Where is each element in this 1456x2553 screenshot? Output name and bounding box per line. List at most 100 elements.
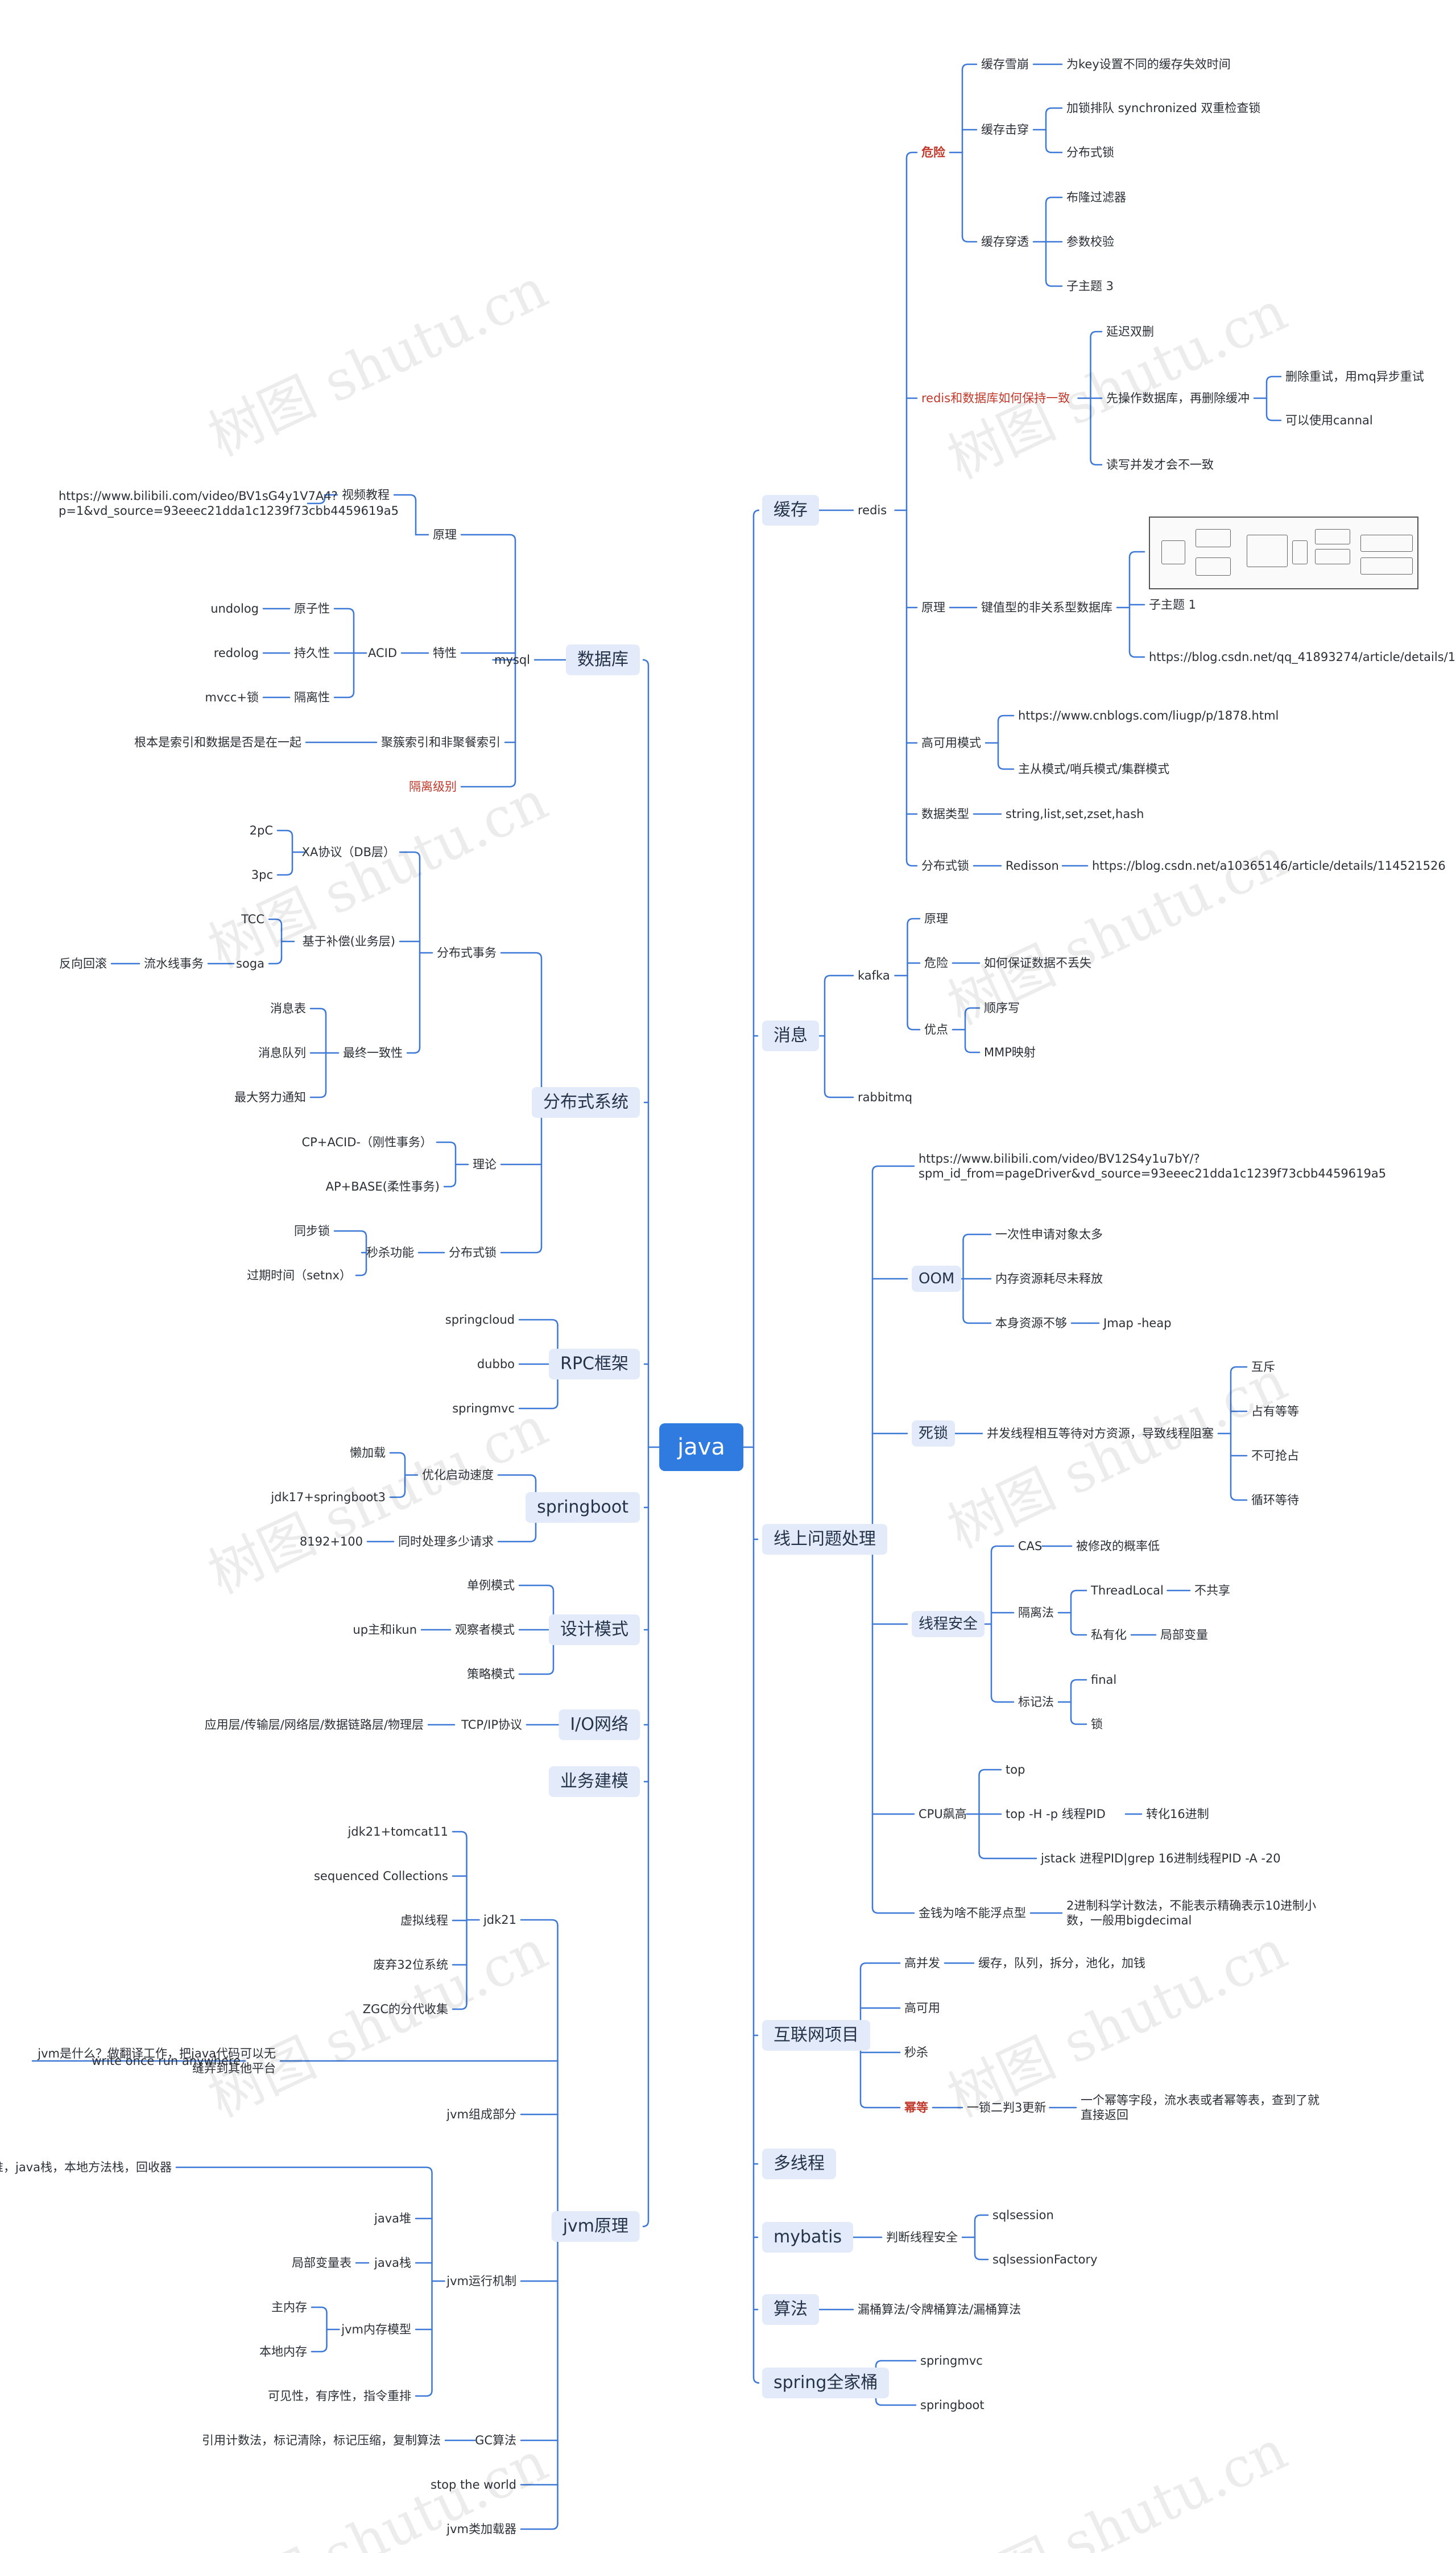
node-redis[interactable]: redis bbox=[858, 503, 887, 517]
node-oomlink[interactable]: https://www.bilibili.com/video/BV12S4y1u… bbox=[919, 1152, 1387, 1180]
node-localm[interactable]: 本地内存 bbox=[259, 2345, 307, 2358]
node-cp[interactable]: CP+ACID-（刚性事务） bbox=[301, 1135, 432, 1149]
node-opt[interactable]: 优化启动速度 bbox=[422, 1468, 494, 1482]
node-dl1b[interactable]: 占有等等 bbox=[1251, 1404, 1299, 1418]
node-idem[interactable]: 幂等 bbox=[904, 2101, 928, 2114]
node-mvcc[interactable]: mvcc+锁 bbox=[205, 691, 259, 704]
node-mark[interactable]: 标记法 bbox=[1018, 1695, 1054, 1709]
node-seck[interactable]: 秒杀功能 bbox=[366, 1246, 414, 1259]
branch-jvm[interactable]: jvm原理 bbox=[551, 2211, 640, 2242]
node-soga[interactable]: soga bbox=[236, 957, 264, 970]
node-rpc2[interactable]: dubbo bbox=[477, 1357, 515, 1371]
node-priv[interactable]: 私有化 bbox=[1091, 1628, 1127, 1642]
node-pn1[interactable]: 布隆过滤器 bbox=[1066, 191, 1126, 204]
node-stw[interactable]: stop the world bbox=[431, 2478, 516, 2492]
node-cload[interactable]: jvm类加载器 bbox=[446, 2522, 516, 2536]
node-ev1[interactable]: 消息表 bbox=[270, 1002, 306, 1015]
node-ka1[interactable]: 顺序写 bbox=[984, 1001, 1020, 1015]
node-principle[interactable]: 原理 bbox=[921, 601, 945, 614]
node-seckill[interactable]: 秒杀 bbox=[904, 2046, 928, 2059]
node-rpc3[interactable]: springmvc bbox=[452, 1402, 515, 1415]
node-jmm[interactable]: jvm内存模型 bbox=[341, 2323, 411, 2336]
node-vidtut[interactable]: 视频教程 bbox=[342, 488, 390, 502]
node-gc1[interactable]: 引用计数法，标记清除，标记压缩，复制算法 bbox=[202, 2434, 441, 2447]
node-tcp[interactable]: TCP/IP协议 bbox=[461, 1718, 522, 1732]
node-tcp1[interactable]: 应用层/传输层/网络层/数据链路层/物理层 bbox=[204, 1718, 424, 1732]
node-oom3a[interactable]: Jmap -heap bbox=[1103, 1316, 1172, 1330]
node-jcomp[interactable]: jvm组成部分 bbox=[446, 2108, 516, 2121]
node-ka2[interactable]: MMP映射 bbox=[984, 1046, 1036, 1059]
node-j3[interactable]: 虚拟线程 bbox=[400, 1914, 448, 1927]
node-obs[interactable]: 观察者模式 bbox=[455, 1623, 515, 1637]
node-cas1[interactable]: 被修改的概率低 bbox=[1076, 1539, 1160, 1553]
node-cs2a[interactable]: 删除重试，用mq异步重试 bbox=[1285, 370, 1424, 383]
node-acid[interactable]: ACID bbox=[367, 646, 397, 660]
node-comp[interactable]: 基于补偿(业务层) bbox=[302, 935, 395, 948]
node-ap[interactable]: AP+BASE(柔性事务) bbox=[325, 1180, 440, 1193]
node-sync[interactable]: 同步锁 bbox=[294, 1224, 330, 1238]
branch-online[interactable]: 线上问题处理 bbox=[762, 1524, 887, 1555]
node-dl1a[interactable]: 互斥 bbox=[1251, 1360, 1275, 1374]
node-danger[interactable]: 危险 bbox=[921, 146, 945, 159]
node-redo[interactable]: redolog bbox=[213, 646, 259, 660]
branch-algo[interactable]: 算法 bbox=[762, 2294, 819, 2325]
node-mk1[interactable]: final bbox=[1091, 1673, 1117, 1687]
node-rabbit[interactable]: rabbitmq bbox=[858, 1090, 913, 1104]
node-breakdown[interactable]: 缓存击穿 bbox=[981, 123, 1029, 137]
node-j1[interactable]: jdk21+tomcat11 bbox=[348, 1825, 448, 1839]
branch-internet[interactable]: 互联网项目 bbox=[762, 2020, 870, 2051]
node-obs1[interactable]: up主和ikun bbox=[353, 1623, 417, 1637]
node-cas[interactable]: CAS bbox=[1018, 1539, 1043, 1553]
node-cpu2[interactable]: top -H -p 线程PID bbox=[1006, 1807, 1106, 1821]
node-jdk21[interactable]: jdk21 bbox=[483, 1913, 516, 1927]
node-sp1[interactable]: springmvc bbox=[920, 2354, 983, 2368]
node-fl1[interactable]: 2进制科学计数法，不能表示精确表示10进制小数，一般用bigdecimal bbox=[1066, 1899, 1317, 1927]
node-pn2[interactable]: 参数校验 bbox=[1066, 235, 1114, 249]
node-oom3[interactable]: 本身资源不够 bbox=[995, 1316, 1067, 1330]
node-float[interactable]: 金钱为啥不能浮点型 bbox=[919, 1906, 1026, 1920]
node-tcc[interactable]: TCC bbox=[241, 912, 264, 926]
node-xa[interactable]: XA协议（DB层） bbox=[301, 845, 395, 859]
node-vis[interactable]: 可见性，有序性，指令重排 bbox=[268, 2389, 411, 2403]
node-aval1[interactable]: 为key设置不同的缓存失效时间 bbox=[1066, 57, 1231, 71]
node-dura[interactable]: 持久性 bbox=[294, 646, 330, 660]
node-j2[interactable]: sequenced Collections bbox=[313, 1869, 448, 1883]
node-cpu[interactable]: CPU飙高 bbox=[919, 1807, 967, 1821]
node-consistency[interactable]: redis和数据库如何保持一致 bbox=[921, 391, 1070, 405]
node-dtypes[interactable]: 数据类型 bbox=[921, 807, 969, 821]
node-eventual[interactable]: 最终一致性 bbox=[343, 1046, 403, 1060]
node-rpc1[interactable]: springcloud bbox=[445, 1313, 515, 1327]
node-ha[interactable]: 高可用模式 bbox=[921, 736, 981, 750]
node-conc[interactable]: 同时处理多少请求 bbox=[398, 1535, 494, 1548]
node-jrun[interactable]: jvm运行机制 bbox=[446, 2274, 516, 2288]
node-mainm[interactable]: 主内存 bbox=[271, 2300, 307, 2314]
node-rs1[interactable]: https://blog.csdn.net/a10365146/article/… bbox=[1092, 859, 1446, 873]
node-oom[interactable]: OOM bbox=[912, 1266, 962, 1292]
node-hc[interactable]: 高并发 bbox=[904, 1956, 940, 1970]
node-tl1[interactable]: 不共享 bbox=[1194, 1584, 1230, 1597]
node-jdk17[interactable]: jdk17+springboot3 bbox=[271, 1490, 386, 1504]
branch-sboot[interactable]: springboot bbox=[526, 1492, 640, 1523]
node-theory[interactable]: 理论 bbox=[473, 1158, 497, 1171]
node-dl1d[interactable]: 循环等待 bbox=[1251, 1493, 1299, 1507]
node-j5[interactable]: ZGC的分代收集 bbox=[362, 2002, 448, 2016]
branch-mybatis[interactable]: mybatis bbox=[762, 2222, 854, 2253]
node-iso[interactable]: 隔离法 bbox=[1018, 1606, 1054, 1620]
node-al1[interactable]: 漏桶算法/令牌桶算法/漏桶算法 bbox=[858, 2303, 1021, 2316]
node-redisson[interactable]: Redisson bbox=[1006, 859, 1059, 873]
node-cl1[interactable]: 根本是索引和数据是否是在一起 bbox=[134, 736, 301, 749]
node-mem[interactable]: 方法区，java堆，java栈，本地方法栈，回收器 bbox=[0, 2160, 172, 2174]
node-local[interactable]: 局部变量表 bbox=[292, 2256, 351, 2270]
branch-biz[interactable]: 业务建模 bbox=[549, 1766, 640, 1797]
node-kdanger[interactable]: 危险 bbox=[924, 956, 948, 970]
node-heap[interactable]: java堆 bbox=[374, 2212, 411, 2225]
node-dtx[interactable]: 分布式事务 bbox=[437, 946, 497, 960]
node-ha2[interactable]: 主从模式/哨兵模式/集群模式 bbox=[1018, 762, 1170, 776]
node-cs2b[interactable]: 可以使用cannal bbox=[1285, 414, 1373, 427]
node-sub1[interactable]: 子主题 1 bbox=[1149, 598, 1197, 612]
node-ev2[interactable]: 消息队列 bbox=[258, 1046, 306, 1060]
branch-pattern[interactable]: 设计模式 bbox=[549, 1614, 640, 1645]
node-kadv[interactable]: 优点 bbox=[924, 1023, 948, 1036]
node-atom[interactable]: 原子性 bbox=[294, 602, 330, 615]
node-cpu2a[interactable]: 转化16进制 bbox=[1146, 1807, 1209, 1821]
